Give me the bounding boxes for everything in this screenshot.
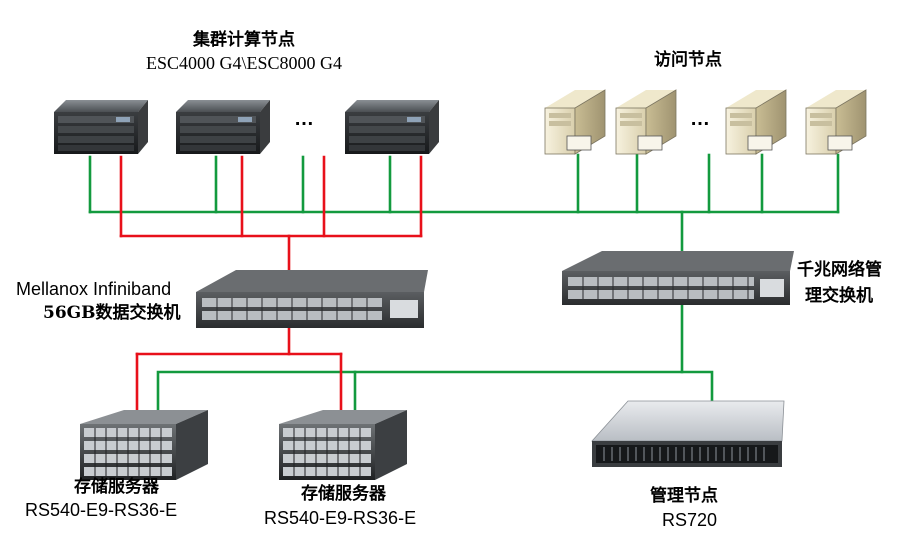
rack-server-icon xyxy=(345,100,439,154)
cluster-ellipsis: … xyxy=(294,108,315,130)
storage-1-title: 存储服务器 xyxy=(74,477,159,497)
tower-server-icon xyxy=(544,89,606,155)
tower-server-icon xyxy=(725,89,787,155)
storage-server-icon xyxy=(80,410,208,480)
storage-server-icon xyxy=(279,410,407,480)
network-switch-icon xyxy=(196,270,428,328)
mgmt-switch-label-line1: 千兆网络管 xyxy=(797,260,882,280)
mgmt-node-title: 管理节点 xyxy=(650,486,718,506)
cluster-nodes-title: 集群计算节点 xyxy=(193,30,295,50)
access-nodes-title: 访问节点 xyxy=(654,50,722,70)
tower-server-icon xyxy=(805,89,867,155)
ib-switch-label-line1: Mellanox Infiniband xyxy=(16,279,172,299)
management-server-icon xyxy=(591,400,785,467)
storage-2-model: RS540-E9-RS36-E xyxy=(264,508,417,528)
mgmt-node-model: RS720 xyxy=(662,510,718,530)
storage-2-title: 存储服务器 xyxy=(301,484,386,504)
mgmt-switch-label-line2: 理交换机 xyxy=(805,286,873,306)
management-links xyxy=(88,153,840,414)
mgmt-switch-down xyxy=(156,304,684,414)
ib-switch-label-line2: 56GB数据交换机 xyxy=(43,303,181,323)
data-links xyxy=(119,155,423,414)
storage-1-model: RS540-E9-RS36-E xyxy=(25,500,178,520)
tower-server-icon xyxy=(615,89,677,155)
mgmt-to-rs720 xyxy=(680,370,714,407)
cluster-nodes-model: ESC4000 G4\ESC8000 G4 xyxy=(146,53,343,73)
rack-server-icon xyxy=(176,100,270,154)
rack-server-icon xyxy=(54,100,148,154)
network-switch-icon xyxy=(562,251,794,305)
access-ellipsis: … xyxy=(690,108,711,130)
